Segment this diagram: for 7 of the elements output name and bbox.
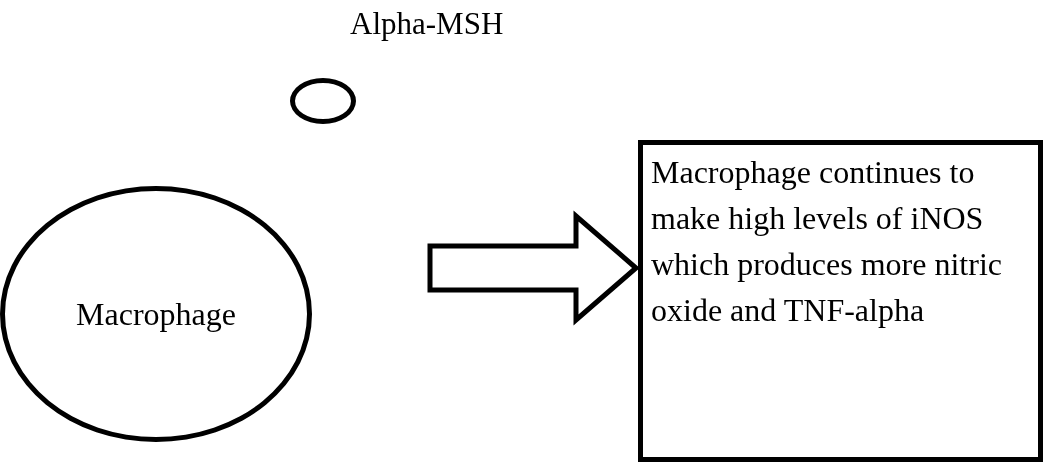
node-text: Macrophage continues to make high levels of iNOS which produces more nitric oxide and TNF-alpha [651, 153, 1003, 330]
outcome-box [638, 140, 1043, 462]
node-text: Macrophage [76, 295, 236, 334]
block-arrow [427, 210, 640, 326]
molecule-circle [290, 78, 356, 124]
molecule-label: Alpha-MSH [350, 6, 504, 42]
cell-circle [0, 186, 312, 442]
